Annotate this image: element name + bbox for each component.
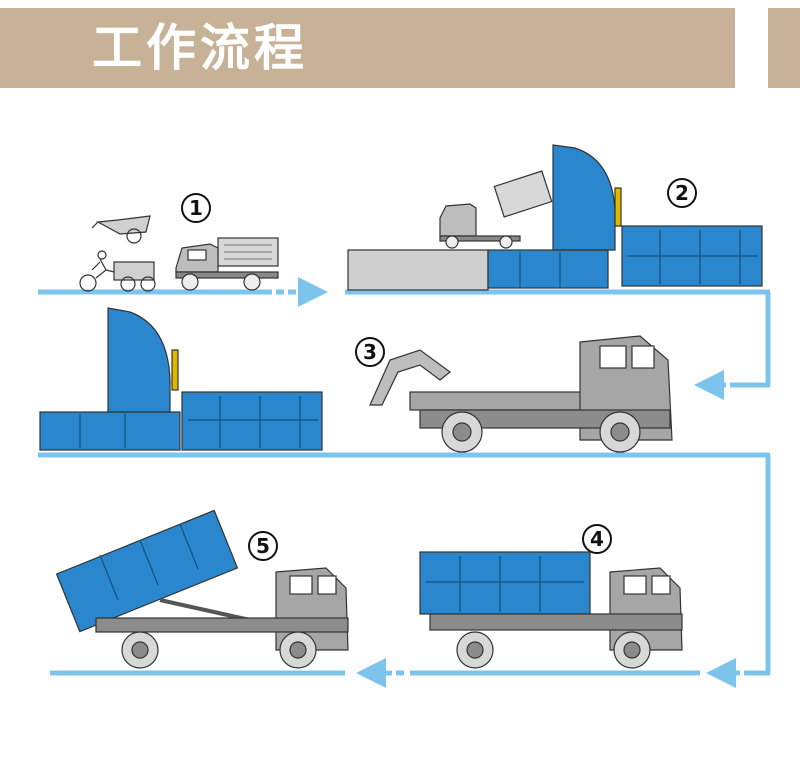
step-number-4: 4 <box>582 524 612 554</box>
svg-text:1: 1 <box>189 196 203 220</box>
step-number-1: 1 <box>181 193 211 223</box>
header-tab <box>768 8 800 88</box>
svg-text:3: 3 <box>363 340 377 364</box>
page-title: 工作流程 <box>92 19 308 77</box>
svg-text:4: 4 <box>590 527 604 551</box>
svg-text:2: 2 <box>675 181 689 205</box>
mini-truck-icon <box>175 237 279 291</box>
hand-cart-icon <box>91 215 151 244</box>
dumping-truck-icon <box>55 509 349 669</box>
tricycle-icon <box>79 250 156 292</box>
svg-text:5: 5 <box>256 534 270 558</box>
step-number-2: 2 <box>667 178 697 208</box>
compactor-station-icon <box>347 144 763 291</box>
loaded-station-icon <box>39 307 323 451</box>
step-number-3: 3 <box>355 337 385 367</box>
header-banner <box>0 8 735 88</box>
flow-lines <box>38 277 771 688</box>
hook-lift-truck-icon <box>369 335 673 453</box>
step-number-5: 5 <box>248 531 278 561</box>
loaded-truck-icon <box>419 551 683 669</box>
